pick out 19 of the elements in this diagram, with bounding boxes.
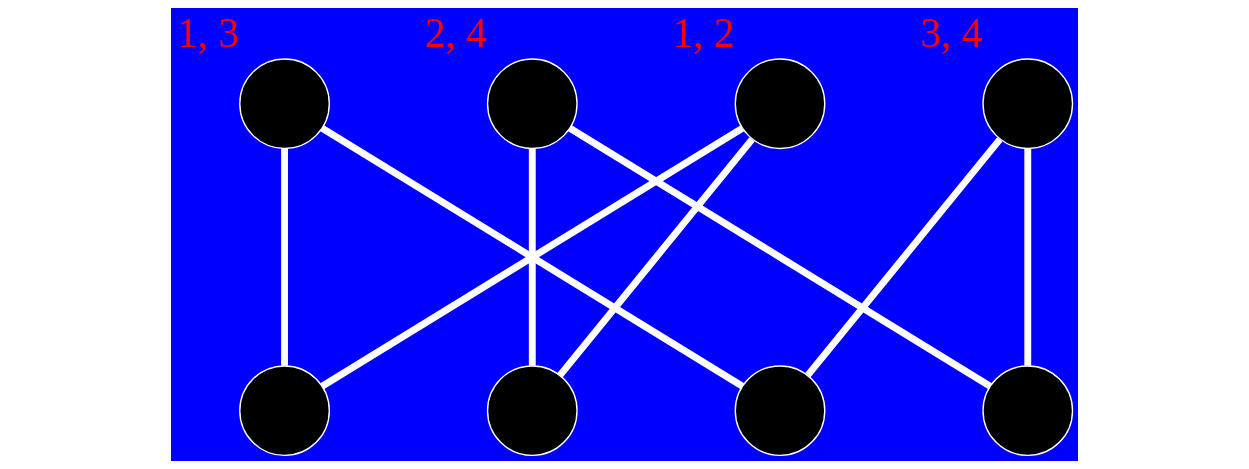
connector: [320, 125, 745, 390]
node-circle: [239, 58, 330, 150]
connector: [568, 125, 992, 390]
node-label: 1, 3: [177, 9, 240, 56]
connector: [281, 148, 288, 366]
node-circle: [734, 58, 826, 150]
node-label: 3, 4: [920, 9, 983, 56]
node-circle: [734, 365, 826, 457]
node-circle: [486, 58, 578, 150]
node-label: 1, 2: [672, 9, 735, 56]
node-label: 2, 4: [424, 9, 487, 56]
connector: [1024, 148, 1032, 366]
connector: [557, 137, 755, 378]
connector: [528, 148, 536, 366]
node-circle: [486, 365, 578, 457]
node-circle: [982, 58, 1074, 150]
connector: [805, 137, 1003, 378]
node-circle: [239, 365, 330, 457]
node-circle: [982, 365, 1074, 457]
